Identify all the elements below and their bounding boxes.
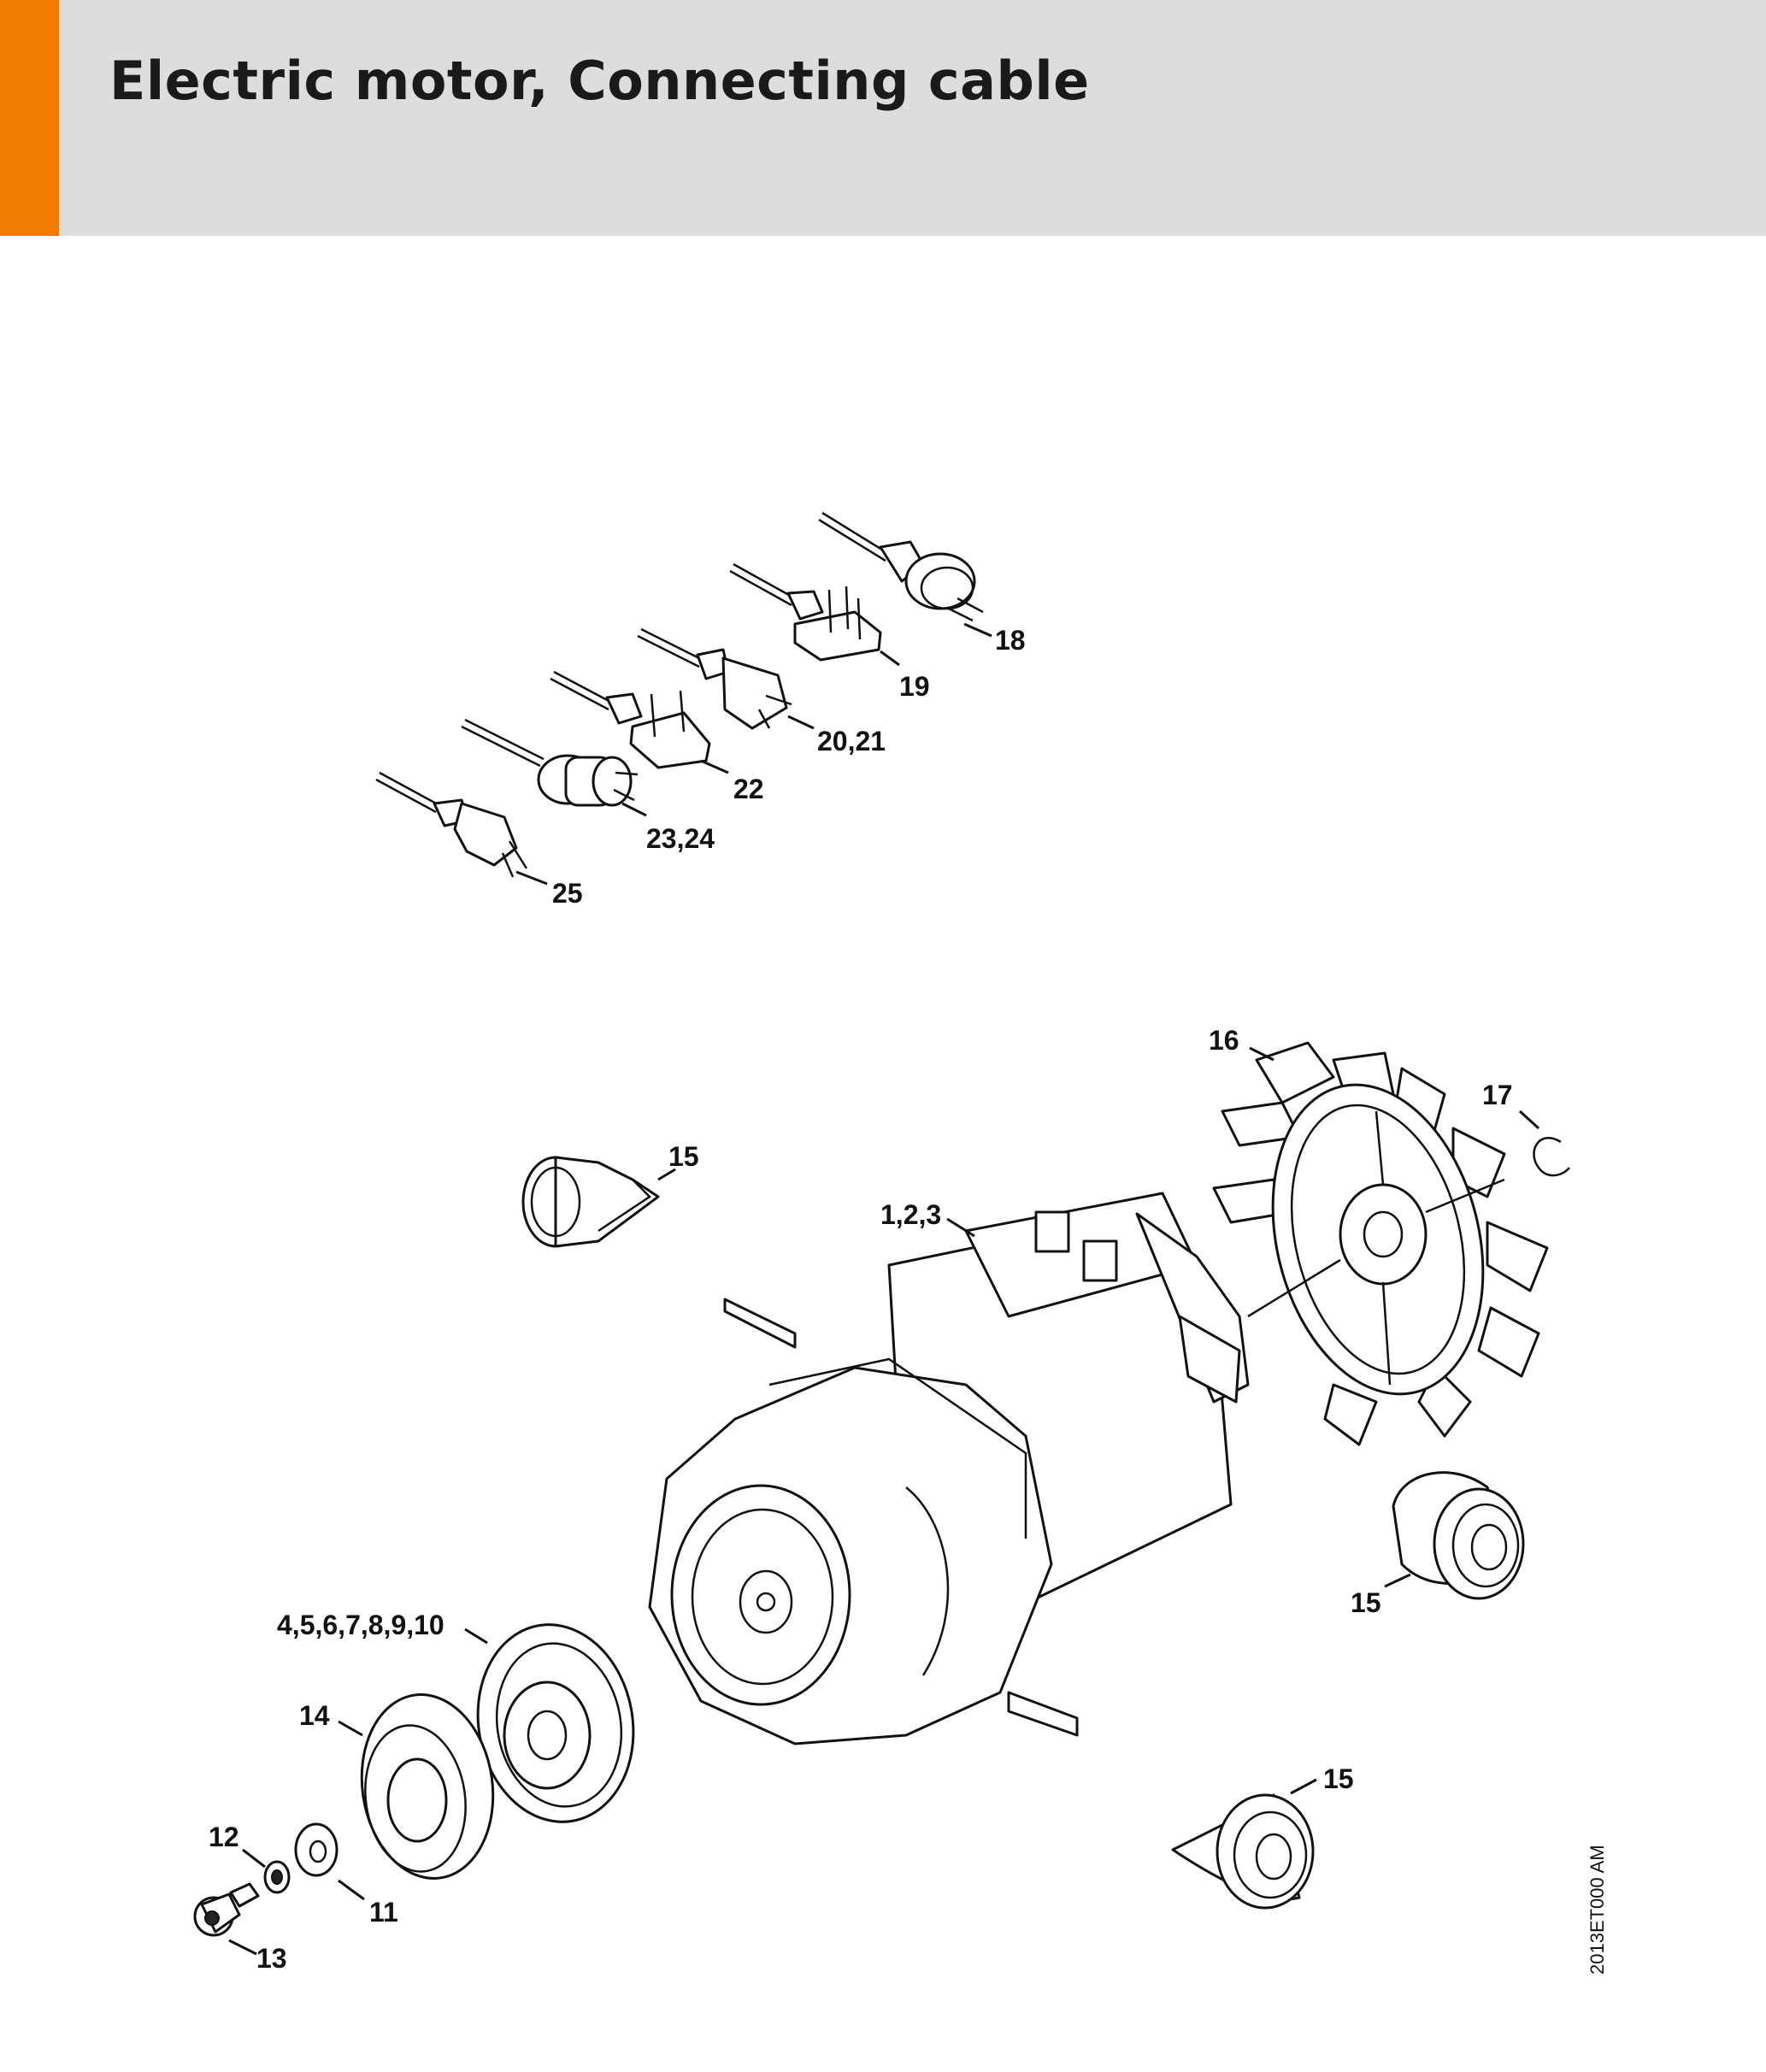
plug-23-24[interactable]	[461, 718, 639, 807]
callout-15-top: 15	[668, 1141, 699, 1172]
callout-18: 18	[995, 625, 1026, 656]
callout-17: 17	[1482, 1080, 1513, 1110]
callout-12: 12	[209, 1822, 239, 1852]
bearing-holder-15-top[interactable]	[521, 1156, 660, 1248]
bearing-14[interactable]	[350, 1686, 505, 1887]
callout-15-bottom: 15	[1323, 1763, 1354, 1794]
plug-25[interactable]	[375, 771, 528, 878]
washer-11[interactable]	[294, 1822, 338, 1877]
bearing-holder-15-right[interactable]	[1392, 1471, 1525, 1600]
end-shield-4-10[interactable]	[462, 1612, 649, 1834]
callout-11: 11	[369, 1897, 398, 1928]
callout-19: 19	[899, 671, 930, 702]
callout-25: 25	[552, 878, 583, 909]
plug-20-21[interactable]	[637, 627, 792, 730]
plug-19[interactable]	[729, 562, 882, 662]
callout-23-24: 23,24	[646, 823, 715, 854]
header-accent-stripe	[0, 0, 59, 236]
callout-16: 16	[1209, 1025, 1239, 1056]
screw-13[interactable]	[193, 1882, 260, 1937]
callout-1-2-3: 1,2,3	[880, 1199, 941, 1230]
motor-housing-1-2-3[interactable]	[648, 1192, 1250, 1745]
fan-16[interactable]	[1212, 1041, 1549, 1446]
header-bar	[0, 0, 1766, 236]
circlip-17[interactable]	[1533, 1137, 1570, 1177]
spring-washer-12[interactable]	[263, 1860, 291, 1894]
bearing-holder-15-bottom[interactable]	[1171, 1793, 1315, 1910]
callout-13: 13	[256, 1943, 287, 1974]
callout-22: 22	[733, 774, 764, 804]
plug-22[interactable]	[550, 670, 711, 769]
callout-15-right: 15	[1351, 1587, 1381, 1618]
plug-18[interactable]	[818, 511, 984, 622]
callout-14: 14	[299, 1700, 330, 1731]
callout-4-10: 4,5,6,7,8,9,10	[277, 1610, 444, 1640]
drawing-code: 2013ET000 AM	[1586, 1845, 1608, 1975]
page-title: Electric motor, Connecting cable	[109, 50, 1090, 112]
callout-20-21: 20,21	[817, 726, 886, 756]
